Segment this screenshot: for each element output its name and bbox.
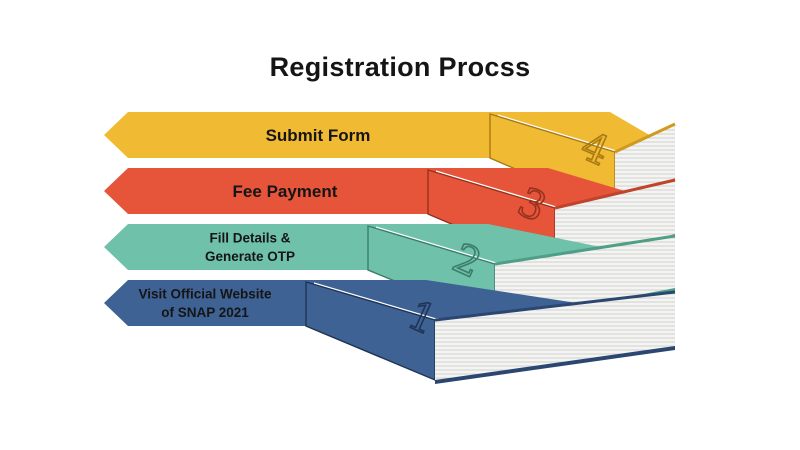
step-1-label-line-1: Visit Official Website <box>138 287 272 302</box>
step-2-label-line-1: Fill Details & <box>209 231 290 246</box>
step-4-book-top <box>490 112 675 150</box>
step-2-arrow <box>104 224 376 270</box>
step-1-arrow <box>104 280 314 326</box>
step-4-arrow <box>104 112 498 158</box>
step-4-book-cover-edge <box>614 122 676 154</box>
step-1-book-cover-edge <box>434 290 676 322</box>
step-2-label-line-2: Generate OTP <box>205 249 295 264</box>
step-3-label-line-1: Fee Payment <box>233 182 338 201</box>
diagram-title: Registration Procss <box>269 52 531 82</box>
step-2-book-cover-edge <box>494 234 676 266</box>
step-3-arrow <box>104 168 436 214</box>
step-4-label-line-1: Submit Form <box>266 126 371 145</box>
step-3-book-cover-edge <box>554 178 676 210</box>
step-1-book-cover-lip <box>435 346 675 384</box>
step-1-label-line-2: of SNAP 2021 <box>161 305 249 320</box>
